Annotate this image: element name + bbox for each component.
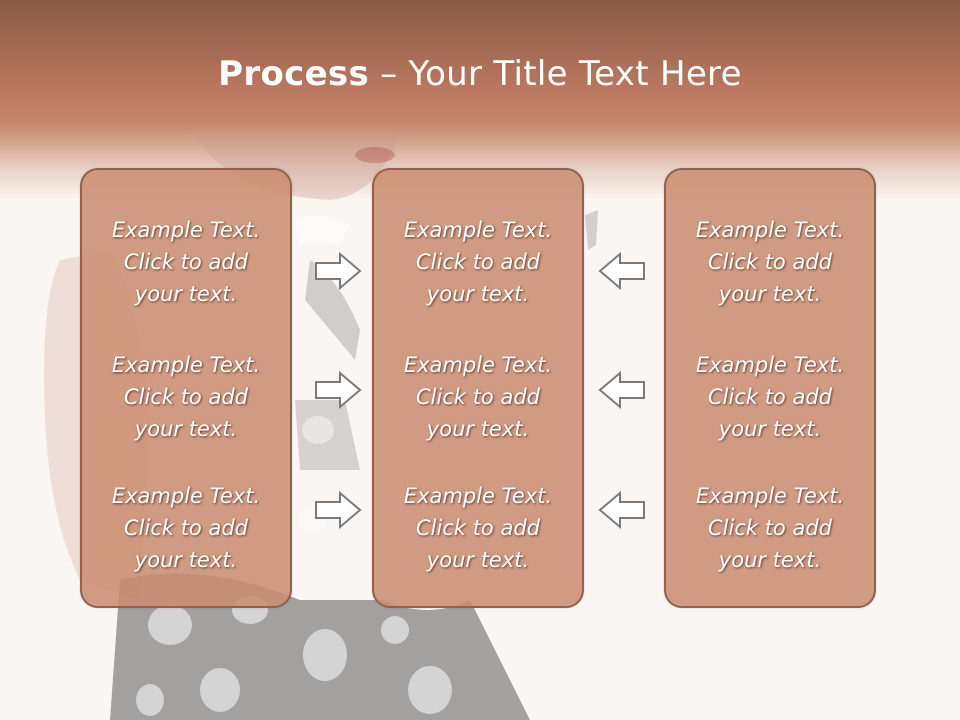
text-line: your text. [426, 417, 530, 441]
text-line: Example Text. [695, 353, 845, 377]
text-line: Click to add [123, 385, 248, 409]
text-line: Click to add [123, 250, 248, 274]
arrow-right-icon [315, 251, 362, 291]
text-line: Example Text. [111, 484, 261, 508]
arrow-right-icon [315, 370, 362, 410]
text-placeholder[interactable]: Example Text. Click to add your text. [82, 214, 290, 310]
right-panel[interactable]: Example Text. Click to add your text. Ex… [664, 168, 876, 608]
text-line: your text. [134, 417, 238, 441]
center-panel[interactable]: Example Text. Click to add your text. Ex… [372, 168, 584, 608]
header-band [0, 0, 960, 200]
text-line: Click to add [415, 385, 540, 409]
text-line: your text. [426, 548, 530, 572]
text-line: Example Text. [695, 484, 845, 508]
text-placeholder[interactable]: Example Text. Click to add your text. [374, 480, 582, 576]
arrow-left-icon [598, 490, 645, 530]
text-line: Click to add [707, 516, 832, 540]
text-line: Example Text. [403, 353, 553, 377]
text-line: Click to add [123, 516, 248, 540]
title-bold: Process [218, 54, 370, 94]
text-placeholder[interactable]: Example Text. Click to add your text. [666, 349, 874, 445]
text-line: Example Text. [403, 484, 553, 508]
text-placeholder[interactable]: Example Text. Click to add your text. [82, 480, 290, 576]
text-line: your text. [426, 282, 530, 306]
text-line: Example Text. [695, 218, 845, 242]
arrow-right-icon [315, 490, 362, 530]
arrow-left-icon [598, 251, 645, 291]
text-placeholder[interactable]: Example Text. Click to add your text. [82, 349, 290, 445]
text-line: your text. [718, 417, 822, 441]
left-panel[interactable]: Example Text. Click to add your text. Ex… [80, 168, 292, 608]
text-placeholder[interactable]: Example Text. Click to add your text. [666, 214, 874, 310]
text-line: your text. [134, 548, 238, 572]
text-line: Click to add [707, 250, 832, 274]
arrow-left-icon [598, 370, 645, 410]
text-line: Click to add [415, 516, 540, 540]
text-placeholder[interactable]: Example Text. Click to add your text. [374, 349, 582, 445]
text-line: Example Text. [111, 218, 261, 242]
text-line: your text. [134, 282, 238, 306]
text-line: your text. [718, 282, 822, 306]
text-placeholder[interactable]: Example Text. Click to add your text. [666, 480, 874, 576]
text-line: Example Text. [111, 353, 261, 377]
text-line: your text. [718, 548, 822, 572]
text-line: Click to add [707, 385, 832, 409]
title-rest: – Your Title Text Here [369, 54, 742, 94]
slide-title[interactable]: Process – Your Title Text Here [0, 54, 960, 94]
text-line: Example Text. [403, 218, 553, 242]
text-line: Click to add [415, 250, 540, 274]
text-placeholder[interactable]: Example Text. Click to add your text. [374, 214, 582, 310]
